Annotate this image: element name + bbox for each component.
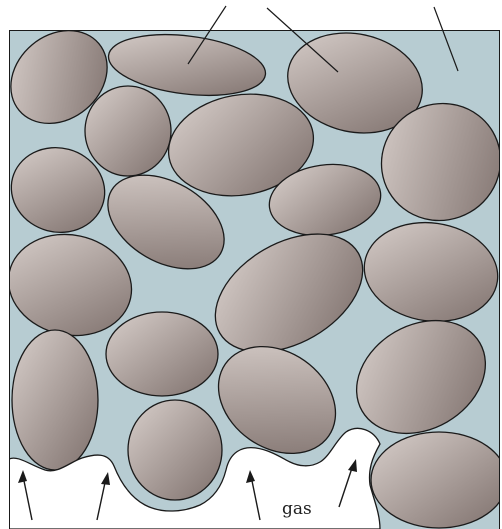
gas-label: gas bbox=[282, 499, 312, 519]
grain bbox=[85, 86, 171, 176]
grain bbox=[106, 312, 218, 396]
grain bbox=[12, 330, 98, 470]
grain bbox=[371, 432, 502, 528]
grain bbox=[128, 400, 222, 500]
